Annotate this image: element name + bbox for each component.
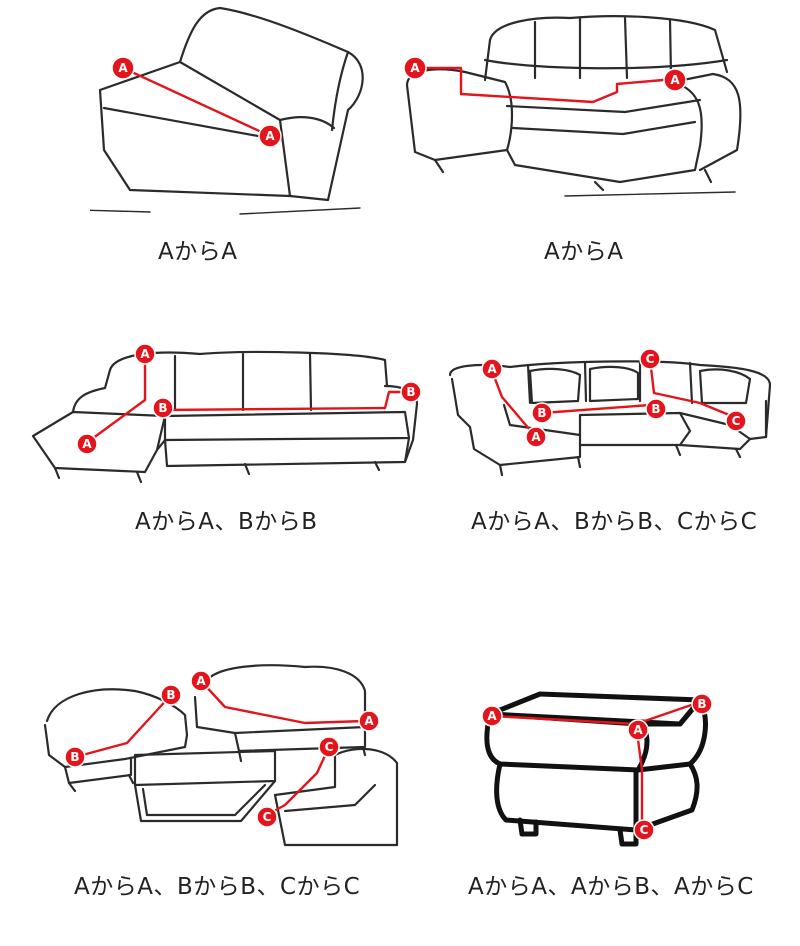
marker-c: C [639,348,661,370]
svg-text:C: C [263,810,272,824]
marker-a: A [481,358,503,380]
svg-text:B: B [697,697,706,711]
marker-b: B [152,397,174,419]
panel-caption: AからA、BからB、CからC [74,874,361,900]
svg-text:A: A [670,73,680,87]
panel-caption: AからA [158,239,238,265]
loveseat-illustration: A A [90,6,364,215]
marker-a: A [481,705,503,727]
marker-a: A [403,56,427,80]
marker-a: A [258,124,282,148]
u-shaped-sofa-illustration: A A B B C C [448,348,772,477]
marker-c: C [633,819,655,841]
svg-text:A: A [265,129,275,143]
svg-text:C: C [325,740,334,754]
marker-b: B [400,381,422,403]
panel-caption: AからA、BからB [135,509,318,535]
marker-a: A [76,433,98,455]
svg-text:B: B [651,402,660,416]
svg-text:A: A [140,347,150,361]
svg-text:B: B [406,385,415,399]
marker-c: C [256,806,278,828]
marker-b: B [645,398,667,420]
marker-a: A [358,710,380,732]
svg-text:B: B [537,406,546,420]
marker-a: A [190,670,212,692]
marker-b: B [531,402,553,424]
svg-text:A: A [487,709,497,723]
panel-caption: AからA、BからB、CからC [471,509,758,535]
svg-text:A: A [82,437,92,451]
panel-caption: AからA、AからB、AからC [468,874,754,900]
marker-a: A [627,719,649,741]
svg-text:A: A [364,714,374,728]
svg-text:B: B [158,401,167,415]
l-shaped-sofa-illustration: A A B B [31,343,422,484]
marker-b: B [160,684,182,706]
panel-caption: AからA [544,239,624,265]
svg-text:C: C [646,352,655,366]
marker-c: C [725,410,747,432]
svg-text:A: A [118,61,128,75]
marker-a: A [663,68,687,92]
sofa-set-illustration: B B A A C C [43,664,399,847]
svg-text:A: A [633,723,643,737]
svg-text:A: A [410,61,420,75]
marker-b: B [64,746,86,768]
svg-text:B: B [166,688,175,702]
marker-c: C [318,736,340,758]
svg-text:C: C [640,823,649,837]
svg-text:A: A [531,430,541,444]
svg-text:B: B [70,750,79,764]
ottoman-illustration: A A B C [481,691,713,847]
marker-a: A [111,56,135,80]
svg-text:C: C [732,414,741,428]
svg-text:A: A [487,362,497,376]
two-seat-sofa-illustration: A A [403,15,742,197]
marker-a: A [134,343,156,365]
marker-b: B [691,693,713,715]
svg-text:A: A [196,674,206,688]
marker-a: A [525,426,547,448]
